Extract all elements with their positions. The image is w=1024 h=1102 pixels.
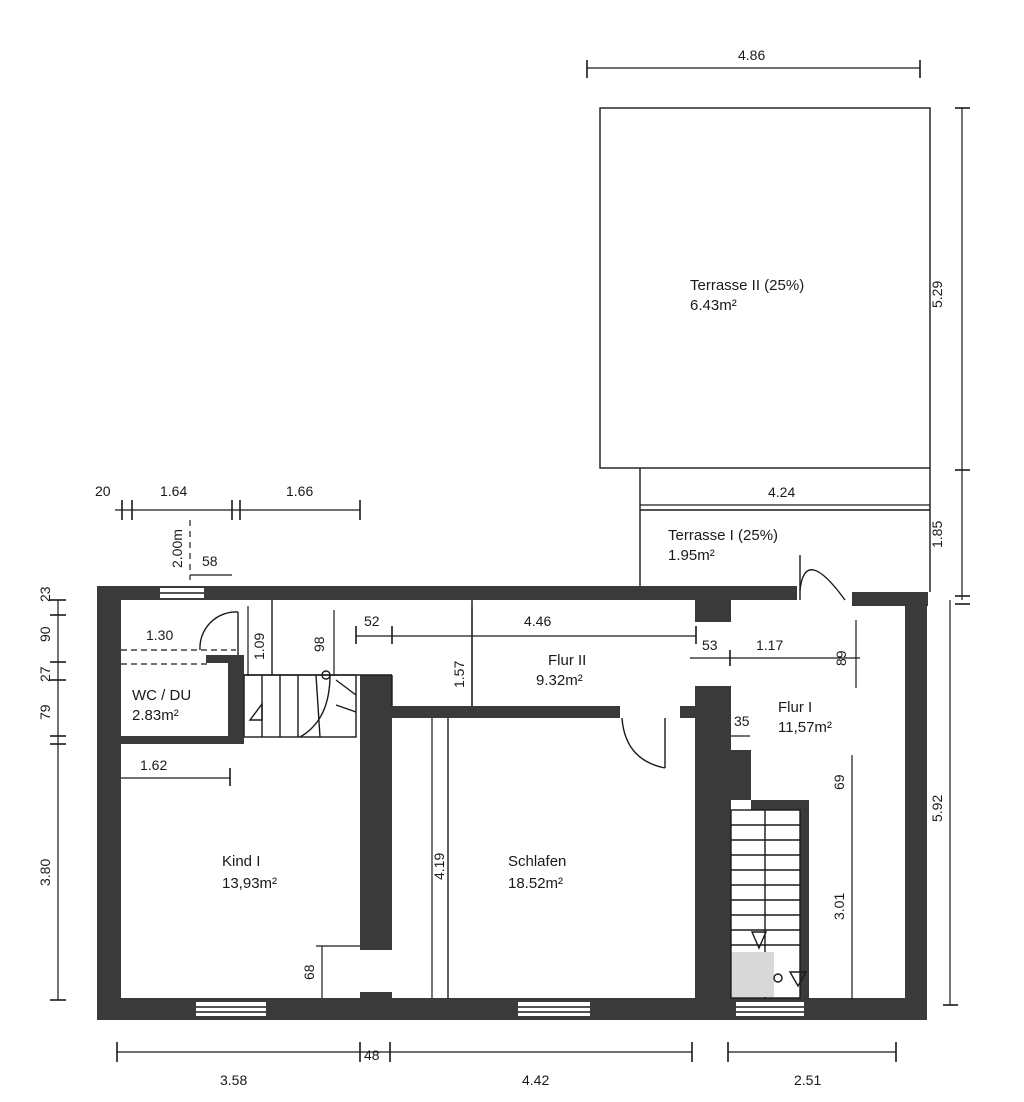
dim-35: 35 [734,713,750,729]
flur-i-name: Flur I [778,699,812,716]
terrasse-i-name: Terrasse I (25%) [668,527,778,544]
dimension-lines [50,60,970,1062]
interior-walls [121,600,809,1000]
wc-area: 2.83m² [132,707,179,724]
schlafen-area: 18.52m² [508,875,563,892]
doors [199,555,846,769]
dim-left-380: 3.80 [37,859,53,886]
kind-name: Kind I [222,853,260,870]
dim-wc-130: 1.30 [146,627,173,643]
dim-bottom-358: 3.58 [220,1072,247,1088]
terrasse-i-area: 1.95m² [668,547,715,564]
windows [160,588,804,1016]
dim-top-terrace: 4.86 [738,47,765,63]
main-staircase [730,809,808,999]
dim-52: 52 [364,613,380,629]
dim-terrace1-height: 1.85 [929,521,945,548]
dim-117: 1.17 [756,637,783,653]
terrasse-ii-outline [599,107,931,469]
dim-68: 68 [301,964,317,980]
outer-walls [97,586,928,1020]
dim-89: 89 [833,650,849,666]
dim-bottom-48: 48 [364,1047,380,1063]
schlafen-name: Schlafen [508,853,566,870]
dim-right-592: 5.92 [929,795,945,822]
dim-left-79: 79 [37,704,53,720]
dim-left-27: 27 [37,666,53,682]
terrasse-ii-name: Terrasse II (25%) [690,277,804,294]
dim-flur1-301: 3.01 [831,893,847,920]
dim-wc-109: 1.09 [251,633,267,660]
wc-name: WC / DU [132,687,191,704]
dim-flur2-157: 1.57 [451,661,467,688]
dim-98: 98 [311,636,327,652]
dim-left-90: 90 [37,626,53,642]
flur-ii-area: 9.32m² [536,672,583,689]
dim-58: 58 [202,553,218,569]
terrasse-ii-area: 6.43m² [690,297,737,314]
dim-top-166: 1.66 [286,483,313,499]
dim-top-20: 20 [95,483,111,499]
dim-left-23: 23 [37,586,53,602]
dim-flur2-446: 4.46 [524,613,551,629]
kind-area: 13,93m² [222,875,277,892]
dim-kind-162: 1.62 [140,757,167,773]
dim-69: 69 [831,774,847,790]
dim-terrace2-height: 5.29 [929,281,945,308]
dim-bottom-251: 2.51 [794,1072,821,1088]
dim-stair-200: 2.00m [169,529,185,568]
flur-ii-name: Flur II [548,652,586,669]
dim-53: 53 [702,637,718,653]
wc-staircase [243,670,357,738]
dim-schlafen-419: 4.19 [431,853,447,880]
dim-top-164: 1.64 [160,483,187,499]
interior-lines [244,600,473,998]
dim-bottom-442: 4.42 [522,1072,549,1088]
flur-i-area: 11,57m² [778,719,832,736]
dim-terrace1-width: 4.24 [768,484,795,500]
